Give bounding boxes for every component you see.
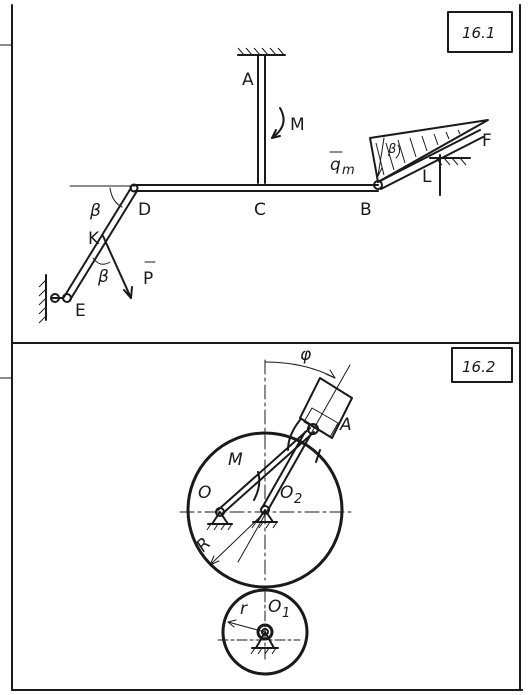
label-O2: O [280, 483, 293, 503]
moment-M-arrow-2 [253, 419, 301, 501]
support-L [429, 154, 471, 196]
phi-arc [264, 361, 336, 379]
force-P-arrow [102, 235, 156, 299]
label-M-2: M [228, 450, 243, 470]
label-A-2: A [339, 415, 352, 435]
label-beta-K: β [97, 267, 109, 287]
label-L: L [422, 167, 432, 187]
radius-r-dimension [227, 619, 266, 633]
label-beta-D: β [89, 201, 101, 221]
rod-AC [257, 54, 266, 184]
page-frame [0, 4, 523, 691]
label-r: r [240, 599, 248, 619]
label-D: D [138, 200, 151, 220]
label-q: q [330, 155, 341, 175]
label-O1-subscript: 1 [282, 606, 290, 621]
label-B: B [360, 200, 372, 220]
label-P: P [143, 269, 153, 289]
label-R: R [193, 534, 215, 556]
problem-tag-16-2: 16.2 [451, 347, 513, 383]
label-E: E [75, 301, 86, 321]
figure-16-1: 16.1 [38, 11, 513, 324]
label-F: F [482, 131, 492, 151]
label-beta-load: β [387, 142, 396, 157]
small-disk [221, 588, 309, 676]
label-K: K [88, 229, 100, 249]
moment-M-arrow [271, 107, 285, 139]
figure-16-2: 16.2 [179, 345, 513, 676]
label-O1: O [268, 597, 281, 617]
beta-arc-D [109, 187, 123, 208]
joint-D [129, 183, 139, 193]
label-q-subscript: m [342, 163, 355, 178]
support-O1 [250, 623, 279, 655]
problem-number-16-1: 16.1 [462, 24, 495, 42]
beam-DB [69, 184, 379, 192]
problem-tag-16-1: 16.1 [447, 11, 513, 53]
distributed-load [369, 119, 489, 183]
label-M: M [290, 115, 305, 135]
label-O2-subscript: 2 [294, 492, 302, 507]
rod-O2A [261, 431, 312, 511]
rod-OA [217, 427, 315, 515]
label-A: A [242, 70, 254, 90]
radius-R-dimension [209, 511, 266, 566]
label-C: C [254, 200, 266, 220]
label-phi: φ [300, 345, 312, 365]
support-E [38, 274, 72, 324]
large-disk [186, 431, 344, 589]
support-A [237, 47, 286, 56]
support-O [206, 507, 233, 531]
label-O: O [198, 483, 211, 503]
problem-number-16-2: 16.2 [462, 358, 495, 376]
beta-arc-K [92, 257, 111, 265]
